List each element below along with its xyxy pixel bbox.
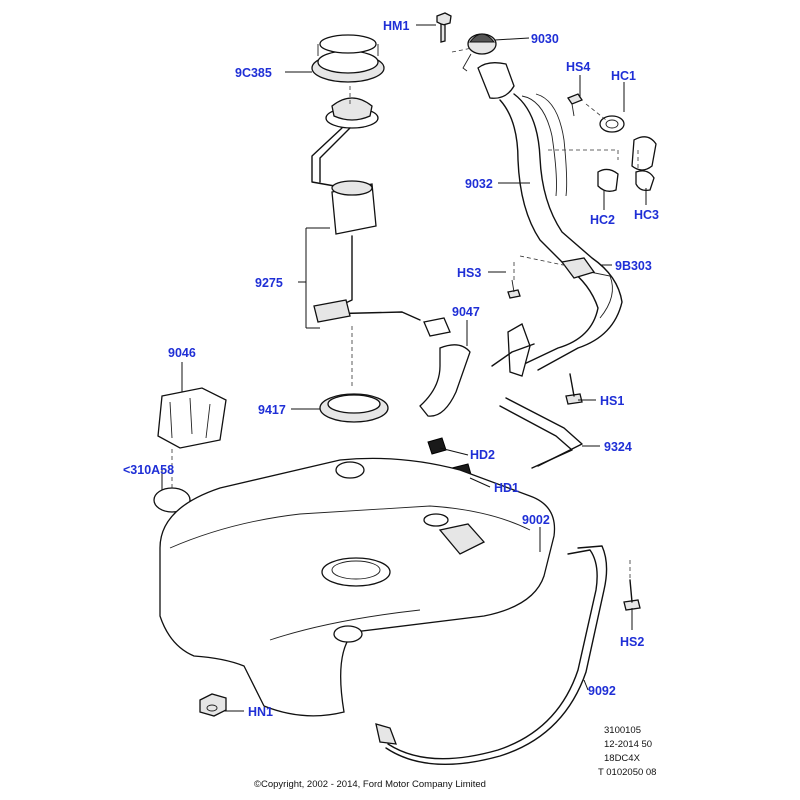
callout-hd1: HD1 <box>494 481 519 495</box>
seal-ring-9417-part <box>319 393 389 423</box>
copyright-notice: ©Copyright, 2002 - 2014, Ford Motor Comp… <box>254 779 486 790</box>
retaining-strap-9092-part <box>375 545 608 766</box>
callout-hs4: HS4 <box>566 60 590 74</box>
bracket-9b303-part <box>560 257 596 279</box>
callout-9b303: 9B303 <box>615 259 652 273</box>
callout-hm1: HM1 <box>383 19 409 33</box>
vent-pipe-9324-part <box>499 397 583 469</box>
hs1-screw-part <box>565 373 583 405</box>
heat-shield-9046-part <box>157 387 227 449</box>
reference-line-3: 18DC4X <box>604 753 641 764</box>
hs3-screw-part <box>507 279 521 299</box>
callout-hs3: HS3 <box>457 266 481 280</box>
callout-9417: 9417 <box>258 403 286 417</box>
assembly-guide-lines <box>171 47 639 580</box>
callout-labels: HM1 9030 HS4 HC1 9C385 9032 HC2 HC3 9275… <box>123 19 659 719</box>
hc3-clip-part <box>631 136 657 192</box>
callout-9324: 9324 <box>604 440 632 454</box>
callout-hd2: HD2 <box>470 448 495 462</box>
hc1-clip-part <box>599 115 625 133</box>
fuel-pump-9275-part <box>311 97 451 337</box>
reference-line-2: 12-2014 50 <box>604 739 652 750</box>
hd2-clamp-part <box>427 437 447 455</box>
callout-9047: 9047 <box>452 305 480 319</box>
filler-pipe-9032-part <box>477 62 623 377</box>
callout-hs2: HS2 <box>620 635 644 649</box>
hn1-nut-part <box>199 693 227 717</box>
callout-9030: 9030 <box>531 32 559 46</box>
callout-9092: 9092 <box>588 684 616 698</box>
callout-9002: 9002 <box>522 513 550 527</box>
hc2-clip-part <box>597 168 619 192</box>
locking-ring-9c385-part <box>311 34 385 83</box>
callout-hc1: HC1 <box>611 69 636 83</box>
callout-310a58: <310A58 <box>123 463 174 477</box>
callout-hn1: HN1 <box>248 705 273 719</box>
callout-hs1: HS1 <box>600 394 624 408</box>
callout-9032: 9032 <box>465 177 493 191</box>
hs4-screw-part <box>567 93 583 117</box>
reference-line-1: 3100105 <box>604 725 641 736</box>
leader-lines <box>161 24 647 712</box>
filler-cap-9030-part <box>462 33 497 72</box>
callout-9275: 9275 <box>255 276 283 290</box>
reference-block: 3100105 12-2014 50 18DC4X T 0102050 08 <box>598 725 656 778</box>
reference-line-4: T 0102050 08 <box>598 767 656 778</box>
hs2-screw-part <box>623 579 641 611</box>
hm1-fastener-part <box>436 12 452 43</box>
fuel-tank-9002-part <box>159 457 556 717</box>
callout-9c385: 9C385 <box>235 66 272 80</box>
callout-hc2: HC2 <box>590 213 615 227</box>
hose-9047-part <box>419 344 471 417</box>
callout-hc3: HC3 <box>634 208 659 222</box>
callout-9046: 9046 <box>168 346 196 360</box>
